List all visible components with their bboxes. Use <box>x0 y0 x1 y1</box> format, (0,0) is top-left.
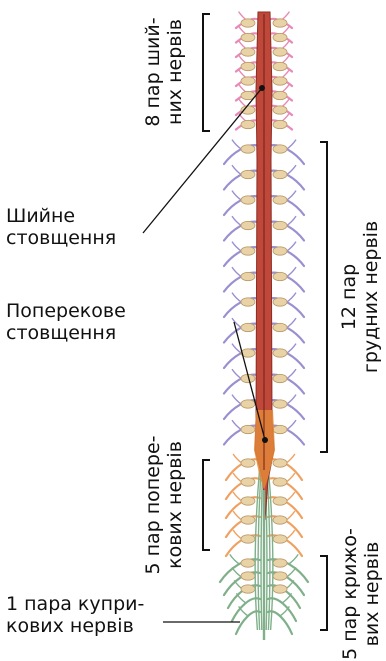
thoracic-ganglion-right <box>273 349 287 357</box>
cauda-equina-strand <box>261 470 262 630</box>
sacral-branch-left <box>236 593 246 603</box>
thoracic-ganglion-right <box>273 298 287 306</box>
thoracic-branch-right <box>286 242 296 252</box>
sacral-ganglion-right <box>273 585 287 593</box>
cervical-bracket <box>203 14 210 131</box>
sacral-nerves-label: 5 пар крижо- вих нервів <box>339 528 383 660</box>
thoracic-branch-left <box>232 318 242 328</box>
thoracic-branch-right <box>286 140 296 150</box>
lumbar-ganglion-right <box>273 535 287 543</box>
thoracic-ganglion-right <box>273 374 287 382</box>
thoracic-branch-left <box>232 420 242 430</box>
thoracic-branch-left <box>232 140 242 150</box>
thoracic-ganglion-right <box>273 221 287 229</box>
thoracic-branch-left <box>232 369 242 379</box>
cervical-nerves-label: 8 пар ший- них нервів <box>142 17 186 126</box>
thoracic-ganglion-right <box>273 323 287 331</box>
thoracic-ganglion-right <box>273 400 287 408</box>
thoracic-bracket <box>320 142 327 452</box>
sacral-bracket <box>320 556 327 630</box>
thoracic-branch-right <box>286 267 296 277</box>
lumbar-ganglion-left <box>241 478 255 486</box>
thoracic-branch-right <box>286 369 296 379</box>
thoracic-ganglion-left <box>241 145 255 153</box>
thoracic-ganglion-right <box>273 247 287 255</box>
sacral-branch-left <box>230 554 240 564</box>
cervical-ganglion-left <box>241 120 255 128</box>
lumbar-ganglion-right <box>273 516 287 524</box>
thoracic-ganglion-left <box>241 196 255 204</box>
thoracic-ganglion-left <box>241 298 255 306</box>
thoracic-branch-left <box>232 191 242 201</box>
thoracic-branch-left <box>232 242 242 252</box>
thoracic-branch-right <box>286 191 296 201</box>
thoracic-ganglion-left <box>241 272 255 280</box>
thoracic-branch-right <box>286 165 296 175</box>
cervical-ganglion-left <box>241 62 255 70</box>
cervical-ganglion-right <box>273 33 287 41</box>
sacral-branch-right <box>288 554 298 564</box>
thoracic-ganglion-left <box>241 221 255 229</box>
lumbar-enlargement-label: Поперекове стовщення <box>6 300 126 344</box>
lumbar-ganglion-left <box>241 459 255 467</box>
lumbar-enlargement-dot <box>262 437 268 443</box>
cervical-ganglion-right <box>273 77 287 85</box>
sacral-ganglion-left <box>241 585 255 593</box>
thoracic-branch-right <box>286 395 296 405</box>
thoracic-nerves-label: 12 пар грудних нервів <box>338 221 382 373</box>
thoracic-branch-right <box>286 344 296 354</box>
thoracic-ganglion-right <box>273 170 287 178</box>
sacral-branch-right <box>282 593 292 603</box>
thoracic-branch-right <box>286 293 296 303</box>
thoracic-branch-right <box>286 318 296 328</box>
lumbar-nerves-label: 5 пар попере- кових нервів <box>142 435 186 574</box>
cervical-ganglion-right <box>273 106 287 114</box>
cervical-ganglion-right <box>273 120 287 128</box>
cervical-enlargement-dot <box>259 85 265 91</box>
lumbar-ganglion-left <box>241 535 255 543</box>
sacral-branch-right <box>279 606 289 616</box>
coccygeal-nerves-label: 1 пара купри- кових нервів <box>6 593 144 637</box>
thoracic-ganglion-right <box>273 425 287 433</box>
thoracic-branch-left <box>232 216 242 226</box>
thoracic-branch-left <box>232 293 242 303</box>
lumbar-ganglion-right <box>273 497 287 505</box>
thoracic-branch-left <box>232 165 242 175</box>
sacral-branch-right <box>286 567 296 577</box>
thoracic-ganglion-right <box>273 196 287 204</box>
thoracic-branch-left <box>232 395 242 405</box>
cervical-ganglion-left <box>241 48 255 56</box>
cervical-ganglion-left <box>241 106 255 114</box>
cervical-ganglion-right <box>273 62 287 70</box>
cervical-enlargement-label: Шийне стовщення <box>6 205 116 249</box>
cervical-ganglion-left <box>241 19 255 27</box>
thoracic-ganglion-left <box>241 400 255 408</box>
lumbar-bracket <box>203 460 210 550</box>
sacral-branch-left <box>239 606 249 616</box>
sacral-ganglion-left <box>241 572 255 580</box>
cervical-ganglion-right <box>273 19 287 27</box>
thoracic-branch-right <box>286 216 296 226</box>
lumbar-ganglion-left <box>241 497 255 505</box>
thoracic-ganglion-right <box>273 272 287 280</box>
sacral-ganglion-right <box>273 559 287 567</box>
lumbar-ganglion-right <box>273 459 287 467</box>
cervical-ganglion-right <box>273 91 287 99</box>
cervical-ganglion-right <box>273 48 287 56</box>
thoracic-branch-right <box>286 420 296 430</box>
thoracic-ganglion-left <box>241 425 255 433</box>
thoracic-ganglion-left <box>241 170 255 178</box>
lumbar-ganglion-right <box>273 478 287 486</box>
lumbar-ganglion-left <box>241 516 255 524</box>
thoracic-ganglion-right <box>273 145 287 153</box>
thoracic-ganglion-left <box>241 323 255 331</box>
sacral-ganglion-left <box>241 559 255 567</box>
thoracic-branch-left <box>232 267 242 277</box>
thoracic-ganglion-left <box>241 247 255 255</box>
cervical-ganglion-left <box>241 77 255 85</box>
sacral-branch-left <box>232 567 242 577</box>
sacral-ganglion-right <box>273 572 287 580</box>
cervical-ganglion-left <box>241 33 255 41</box>
